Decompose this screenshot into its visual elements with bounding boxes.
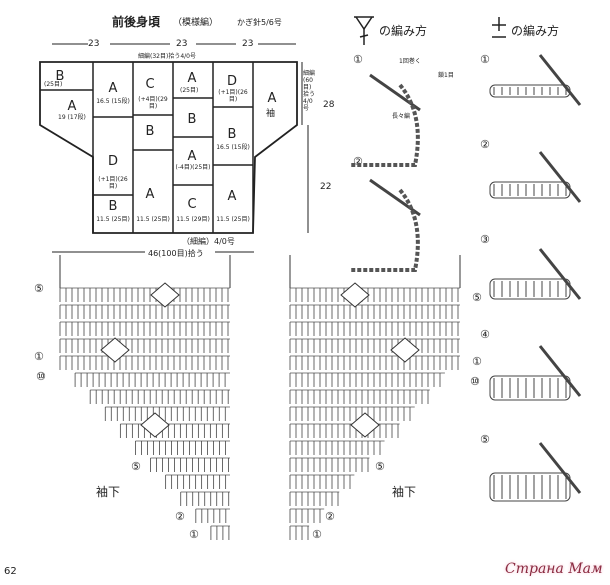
motif-diamond [150,282,180,308]
row-marker: ② [325,510,335,523]
hook-icon [538,151,582,203]
row-marker: ⑤ [375,460,385,473]
row-marker: ⑩ [36,370,46,383]
bottom-cell-note: 11.5 (29目) [176,216,210,223]
motif-diamond [140,412,170,438]
panel-note: (25目) [44,81,63,88]
hook-icon [538,442,582,494]
row-marker: ① [472,355,482,368]
hook-icon [369,178,421,217]
bottom-cell-note: 11.5 (25目) [216,216,250,223]
yarn-chain [350,83,420,167]
width-label: 23 [176,39,188,49]
panel-letter: C [187,197,196,212]
row-marker: ⑤ [131,460,141,473]
panel-letter: D [108,154,118,169]
panel-note: (25目) [180,87,199,94]
hook-icon [369,73,421,112]
technique-note: 鎖1目 [438,72,454,79]
width-label: 23 [242,39,254,49]
technique-note: 長々編 [392,113,411,120]
panel-letter: A [228,189,237,204]
triple-crochet-symbol-icon [354,16,374,45]
schematic-title-note: （模様編） [173,18,219,28]
step-number: ③ [480,233,490,246]
panel-letter: D [227,74,237,89]
schematic-title: 前後身頃 [112,15,161,29]
row-marker: ① [189,528,199,541]
hook-icon [538,248,582,300]
yarn-chain [350,188,420,272]
technique-illustrations [350,54,582,502]
bottom-width: 46(100目)拾う [148,249,204,258]
panel-letter: B [228,127,237,142]
panel-note: 16.5 (15段) [96,98,130,105]
row-marker: ⑤ [34,282,44,295]
panel-note: 19 (17段) [58,114,86,121]
sleeve-underarm-charts [59,255,461,540]
panel-letter: A [188,71,197,86]
panel-note: (+1目)(26目) [98,176,128,190]
hook-icon [538,54,582,106]
panel-letter: B [188,112,197,127]
panel-letter: B [146,124,155,139]
step-number: ② [353,155,363,168]
motif-diamond [350,412,380,438]
single-crochet-symbol-icon [492,17,506,38]
panel-letter: B [56,69,65,84]
chart-caption-left: 袖下 [96,485,121,499]
panel-letter: A [268,91,277,106]
step-number: ② [480,138,490,151]
motif-diamond [100,337,130,363]
row-marker: ⑤ [472,291,482,304]
panel-note: (-4目)(25目) [175,164,211,171]
row-marker: ① [312,528,322,541]
step-number: ④ [480,328,490,341]
height-total: 28 [323,100,335,110]
page-number: 62 [4,566,17,577]
watermark: Страна Мам [505,561,603,577]
height-body: 22 [320,182,332,192]
panel-letter: A [188,149,197,164]
motif-diamond [390,337,420,363]
panel-note: 袖 [266,109,276,119]
panel-letter: A [68,99,77,114]
panel-note: 16.5 (15段) [216,144,250,151]
panel-note: (+1目)(26目) [218,89,248,103]
row-marker: ① [34,350,44,363]
step-number: ① [480,53,490,66]
right-edge-note: 細編 (60目) 拾う 4/0号 [303,70,316,112]
row-marker: ⑩ [470,375,480,388]
row-marker: ② [175,510,185,523]
bottom-cell-note: 11.5 (25目) [96,216,130,223]
technique2-title: の編み方 [511,24,560,38]
step-number: ⑤ [480,433,490,446]
panel-letter: B [109,199,118,214]
width-label: 23 [88,39,100,49]
panel-letter: A [146,187,155,202]
body-schematic: B A A D B C B A A B A C D B A A [39,43,309,253]
hook-icon [538,345,582,397]
panel-letter: C [145,77,154,92]
chart-caption-right: 袖下 [392,485,417,499]
technique-note: 1回巻く [399,58,421,65]
technique1-title: の編み方 [379,24,428,38]
top-edge-note: 細編(32目)拾う4/0号 [138,53,196,60]
motif-diamond [340,282,370,308]
step-number: ① [353,53,363,66]
bottom-edge-note: （細編）4/0号 [182,237,235,246]
panel-letter: A [109,81,118,96]
hook-size: かぎ針5/6号 [237,18,282,27]
panel-note: (+4目)(29目) [138,96,168,110]
bottom-cell-note: 11.5 (25目) [136,216,170,223]
